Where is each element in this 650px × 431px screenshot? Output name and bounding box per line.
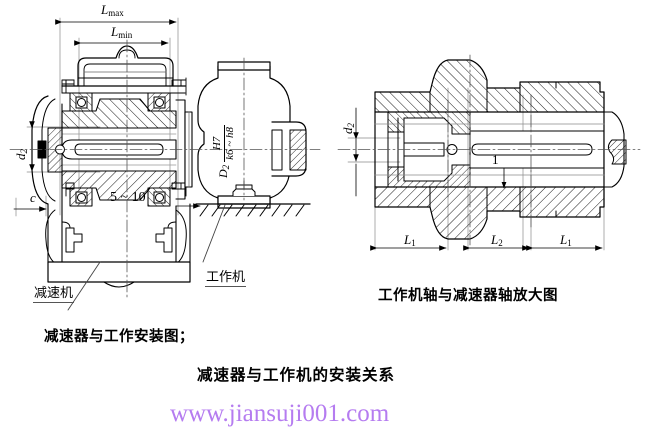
label-l1-right: L1 — [560, 232, 572, 248]
bearing-top-left — [69, 92, 93, 112]
label-lmax: Lmax — [101, 2, 124, 18]
left-assembly-figure — [9, 17, 321, 311]
label-gap-5-10: 5 ~ 10 — [110, 190, 146, 205]
center-lines-left — [9, 39, 321, 301]
watermark: www.jiansuji001.com — [170, 400, 390, 427]
label-fit-d2: D2 H7 k6 ~ h8 — [211, 124, 236, 178]
label-d2-left: d2 — [13, 149, 29, 160]
label-l1-left: L1 — [404, 232, 416, 248]
bearing-top-right — [147, 92, 171, 112]
label-lmin: Lmin — [111, 24, 133, 40]
right-figure-caption: 工作机轴与减速器轴放大图 — [378, 288, 558, 304]
bearing-bottom-right — [147, 187, 171, 207]
work-machine-leader — [202, 204, 226, 263]
right-shaft-detail-figure — [337, 54, 641, 251]
label-c: c — [30, 190, 36, 205]
bearing-bottom-left — [69, 187, 93, 207]
ground-line — [195, 203, 311, 217]
reducer-callout: 减速机 — [33, 282, 75, 303]
label-l2: L2 — [491, 232, 503, 248]
main-title: 减速器与工作机的安装关系 — [197, 366, 396, 384]
left-figure-caption: 减速器与工作安装图； — [44, 329, 194, 345]
label-gap-one: 1 — [492, 152, 499, 167]
work-machine-callout: 工作机 — [205, 266, 247, 287]
label-d2-right: d2 — [340, 123, 356, 134]
